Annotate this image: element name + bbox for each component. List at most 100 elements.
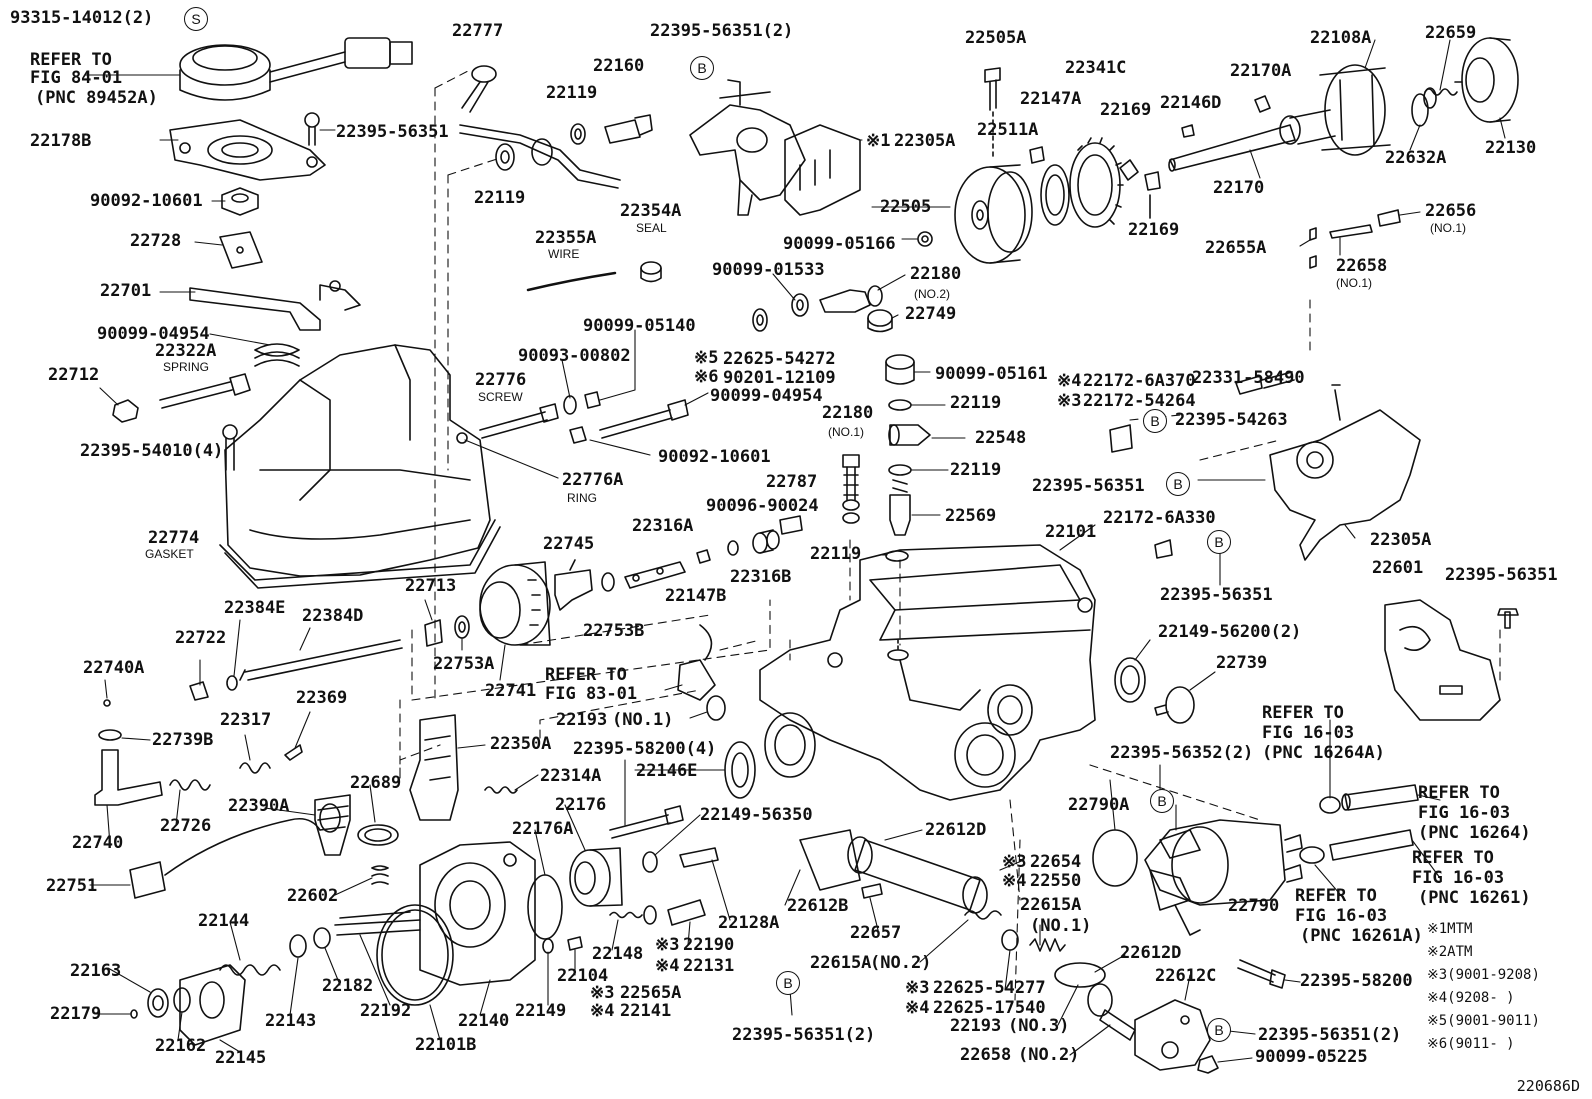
washer-22119-b (885, 399, 912, 562)
part-number-label: (PNC 16261) (1418, 888, 1531, 908)
bearing-22146E (724, 741, 756, 799)
part-number-label: 22190 (683, 935, 735, 955)
shim-22632A (1411, 87, 1437, 127)
part-number-label: 22101B (415, 1035, 477, 1055)
legend-item: ※2ATM (1427, 944, 1473, 960)
washer-90093-00802 (563, 395, 577, 415)
part-number-label: 22395-54263 (1175, 410, 1288, 430)
part-number-label: (PNC 16264A) (1262, 743, 1385, 763)
part-number-label: 22615A (810, 953, 872, 973)
pulley-22505 (954, 164, 1033, 264)
part-number-label: (PNC 16264) (1418, 823, 1531, 843)
part-number-label: 22612D (925, 820, 987, 840)
connector-22751 (129, 803, 341, 899)
part-number-label: 22659 (1425, 23, 1477, 43)
part-number-label: 22395-56352(2) (1110, 743, 1254, 763)
part-number-label: 22179 (50, 1004, 102, 1024)
bracket-22601 (1384, 599, 1501, 721)
part-number-label: 22172-54264 (1083, 391, 1196, 411)
part-number-label: 22160 (593, 56, 645, 76)
part-number-label: 22505A (965, 28, 1027, 48)
part-number-label: 22395-56351(2) (650, 21, 794, 41)
ring-22149-56350 (642, 851, 658, 873)
pin-22657 (861, 883, 883, 899)
legend-item: ※4(9208- ) (1427, 990, 1515, 1006)
part-number-label: 22147B (665, 586, 727, 606)
legend-item: ※6(9011- ) (1427, 1036, 1515, 1052)
part-number-label: 22355A (535, 228, 597, 248)
part-number-label: (NO.3) (1008, 1016, 1070, 1036)
sleeve-22316B (752, 529, 780, 554)
part-description-label: SEAL (636, 221, 667, 235)
part-number-label: 22569 (945, 506, 997, 526)
shaft-22316A (624, 561, 686, 589)
part-number-label: 22511A (977, 120, 1039, 140)
bracket-22178B (169, 119, 326, 181)
part-number-label: FIG 16-03 (1262, 723, 1355, 743)
part-number-label: 22395-58200 (1300, 971, 1413, 991)
lever-22740 (94, 749, 163, 806)
key-22511A (1029, 146, 1045, 164)
legend-item: ※5(9001-9011) (1427, 1013, 1540, 1029)
sleeve-22130 (1454, 37, 1519, 123)
hose-16261 (1329, 829, 1414, 861)
part-number-label: 22713 (405, 576, 457, 596)
part-number-label: REFER TO (1262, 703, 1344, 723)
part-number-label: 22612D (1120, 943, 1182, 963)
part-number-label: FIG 16-03 (1412, 868, 1505, 888)
washer-22149 (542, 938, 554, 954)
spring-22659 (1424, 88, 1458, 96)
part-number-label: 22180 (822, 403, 874, 423)
part-number-label: ※4 (1002, 871, 1027, 891)
part-number-label: 22776A (562, 470, 624, 490)
pin-22331-58490 (1235, 371, 1295, 395)
throttle-switch-part (179, 37, 413, 101)
bolt-22505A (984, 67, 1001, 161)
circled-reference-marker: B (1150, 789, 1174, 813)
part-number-label: ※3 (905, 978, 930, 998)
bolt-22395-58200 (609, 805, 684, 839)
part-number-label: 22169 (1100, 100, 1152, 120)
part-number-label: 90092-10601 (90, 191, 203, 211)
ring-22193-no3 (1054, 962, 1106, 988)
part-number-label: REFER TO (1418, 783, 1500, 803)
nut-22713 (424, 619, 443, 647)
lever-arm (459, 124, 621, 189)
gasket-22774 (219, 519, 501, 589)
washer-22739B (98, 729, 122, 741)
plate-22728 (219, 231, 263, 269)
pin-22658 (1329, 224, 1373, 239)
part-number-label: 22331-58490 (1192, 368, 1305, 388)
washer-22182 (313, 927, 331, 949)
part-number-label: 22602 (287, 886, 339, 906)
part-number-label: 22625-54277 (933, 978, 1046, 998)
bracket-22305A (784, 124, 861, 216)
bolt-90099-04954 (159, 373, 251, 409)
spring-22602 (371, 865, 389, 885)
spring-22615A-no2 (964, 910, 1002, 920)
tube-22612D (847, 836, 988, 914)
part-description-label: (NO.1) (828, 425, 864, 439)
pin-22655A (1309, 227, 1317, 269)
part-number-label: REFER TO (545, 665, 627, 685)
part-number-label: 22316B (730, 567, 792, 587)
part-number-label: 90092-10601 (658, 447, 771, 467)
part-description-label: GASKET (145, 547, 194, 561)
valve-22176 (569, 847, 623, 907)
part-number-label: (PNC 16261A) (1300, 926, 1423, 946)
screw-22776 (479, 403, 559, 439)
gear-22341C (1069, 137, 1124, 228)
ring-22193-no1 (706, 695, 726, 721)
screw-22395-56351-c (1497, 608, 1519, 629)
part-number-label: 22739B (152, 730, 214, 750)
part-number-label: 22305A (1370, 530, 1432, 550)
plunger-housing-22140 (334, 841, 536, 986)
part-number-label: 22119 (950, 393, 1002, 413)
part-number-label: 22143 (265, 1011, 317, 1031)
circled-reference-marker: S (184, 7, 208, 31)
shaft-22384D (239, 639, 403, 681)
seal-22354A (640, 261, 662, 283)
part-description-label: RING (567, 491, 597, 505)
leader-lines (84, 39, 1506, 1063)
